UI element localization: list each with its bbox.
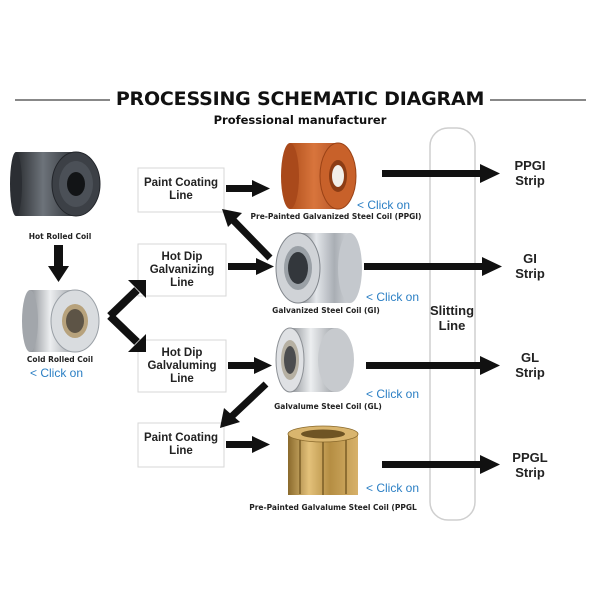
ppgl-click-link[interactable]: < Click on — [366, 481, 420, 495]
ppgi-coil-caption: Pre-Painted Galvanized Steel Coil (PPGI) — [250, 212, 422, 221]
arrow-gi-to-paint1 — [222, 209, 273, 261]
ppgl-coil-icon — [287, 425, 359, 495]
cold-rolled-click-link[interactable]: < Click on — [30, 366, 84, 380]
arrow-galvaluming-to-gl — [228, 357, 272, 374]
gl-click-link[interactable]: < Click on — [366, 387, 420, 401]
hot-rolled-coil-caption: Hot Rolled Coil — [28, 232, 92, 241]
gl-coil-caption: Galvalume Steel Coil (GL) — [274, 402, 382, 411]
arrow-cold-to-galvanizing — [107, 287, 140, 319]
gl-strip-label: GL Strip — [515, 350, 545, 380]
arrow-paint1-to-ppgi — [226, 180, 270, 197]
slitting-line-box — [429, 127, 476, 521]
arrow-cold-to-galvaluming — [107, 313, 140, 345]
arrow-paint2-to-ppgl — [226, 436, 270, 453]
cold-rolled-coil-caption: Cold Rolled Coil — [26, 355, 94, 364]
paint-coating-line-2-label: Paint Coating Line — [143, 432, 219, 457]
hot-dip-galvaluming-line-label: Hot Dip Galvaluming Line — [147, 346, 217, 385]
gi-strip-label: GI Strip — [515, 251, 545, 281]
galvanizing-box — [137, 243, 227, 297]
hot-dip-galvanizing-line-label: Hot Dip Galvanizing Line — [149, 250, 215, 289]
ppgi-click-link[interactable]: < Click on — [357, 198, 411, 212]
arrow-galvanizing-to-gi — [228, 258, 274, 275]
arrow-gl-to-paint2 — [220, 381, 269, 428]
gi-click-link[interactable]: < Click on — [366, 290, 420, 304]
arrow-cold-to-galvanizing-head — [128, 280, 146, 298]
arrow-ppgl-to-strip — [382, 455, 500, 474]
arrow-hot-to-cold — [48, 245, 69, 282]
paint-coating-line-1-label: Paint Coating Line — [143, 177, 219, 202]
galvaluming-box — [137, 339, 227, 393]
page-subtitle: Professional manufacturer — [213, 113, 387, 127]
ppgi-coil-icon — [281, 142, 357, 210]
arrow-gi-to-strip — [364, 257, 502, 276]
gi-coil-caption: Galvanized Steel Coil (GI) — [272, 306, 380, 315]
arrow-gl-to-strip — [366, 356, 500, 375]
gi-coil-icon — [275, 232, 362, 304]
slitting-line-label: Slitting Line — [429, 303, 475, 333]
paint-coating-box-1 — [137, 167, 225, 213]
gl-coil-icon — [275, 327, 354, 393]
paint-coating-box-2 — [137, 422, 225, 468]
ppgl-coil-caption: Pre-Painted Galvalume Steel Coil (PPGL — [249, 503, 417, 512]
arrow-ppgi-to-strip — [382, 164, 500, 183]
page-title: PROCESSING SCHEMATIC DIAGRAM — [0, 88, 600, 110]
hot-rolled-coil-icon — [10, 151, 101, 217]
cold-rolled-coil-icon — [22, 289, 100, 353]
ppgl-strip-label: PPGL Strip — [512, 450, 548, 480]
ppgi-strip-label: PPGI Strip — [514, 158, 546, 188]
arrow-cold-to-galvaluming-head — [128, 334, 146, 352]
